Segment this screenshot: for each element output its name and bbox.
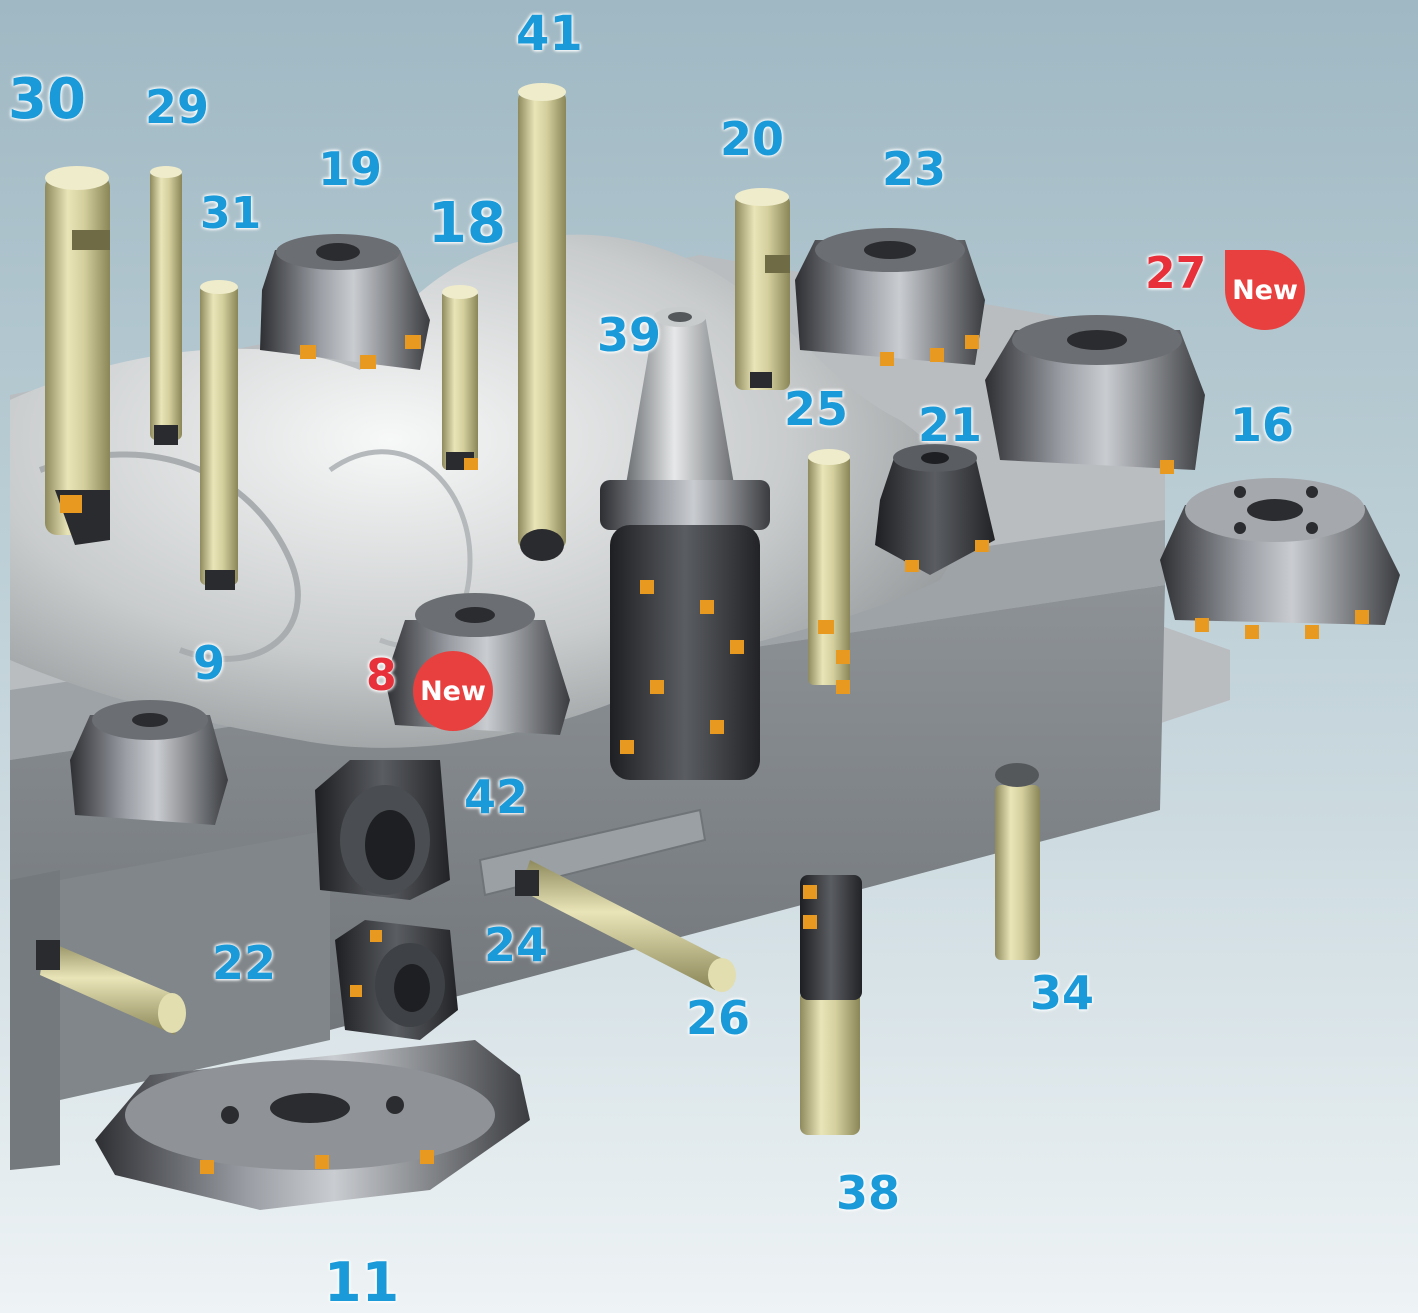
label-24: 24: [484, 918, 549, 972]
tool-30-end-mill: [45, 166, 110, 545]
label-16: 16: [1230, 398, 1295, 452]
tool-25-end-mill: [808, 449, 850, 694]
label-38: 38: [836, 1166, 901, 1220]
label-9: 9: [193, 636, 226, 690]
label-41: 41: [516, 6, 583, 62]
label-20: 20: [720, 112, 785, 166]
tool-20-end-mill: [735, 188, 790, 390]
new-badge-8: New: [413, 651, 493, 731]
label-22: 22: [212, 936, 277, 990]
tool-face-mill-right: [1160, 478, 1400, 639]
tool-22-end-mill: [36, 940, 186, 1035]
label-27: 27: [1145, 248, 1207, 299]
label-29: 29: [145, 80, 210, 134]
tool-19-face-mill: [260, 234, 430, 370]
label-21: 21: [918, 398, 983, 452]
tool-29-end-mill: [150, 166, 182, 445]
label-31: 31: [200, 188, 262, 239]
tool-39-helical-cutter: [600, 307, 770, 780]
tool-23-face-mill: [795, 228, 985, 366]
tool-31-end-mill: [200, 280, 238, 590]
tool-42-shell-mill: [315, 760, 450, 900]
label-23: 23: [882, 142, 947, 196]
tool-21-face-mill: [875, 444, 995, 575]
label-26: 26: [686, 991, 751, 1045]
label-39: 39: [597, 308, 662, 362]
tool-41-ball-end-mill: [518, 83, 566, 561]
new-badge-27: New: [1225, 250, 1305, 330]
label-34: 34: [1030, 966, 1095, 1020]
label-19: 19: [318, 142, 383, 196]
label-11: 11: [324, 1251, 400, 1314]
label-30: 30: [8, 67, 86, 132]
tool-38-drill: [800, 875, 862, 1135]
tool-side-cutter: [335, 920, 458, 1040]
label-42: 42: [464, 770, 529, 824]
label-25: 25: [784, 382, 849, 436]
tool-16-face-mill: [985, 315, 1205, 474]
tool-11-face-mill: [95, 1040, 530, 1210]
label-8: 8: [366, 650, 397, 701]
tool-18-end-mill: [442, 285, 478, 470]
tool-26-end-mill: [515, 860, 736, 992]
label-18: 18: [428, 191, 506, 256]
tool-34-end-mill: [995, 763, 1040, 960]
tool-9-face-mill: [70, 700, 228, 825]
